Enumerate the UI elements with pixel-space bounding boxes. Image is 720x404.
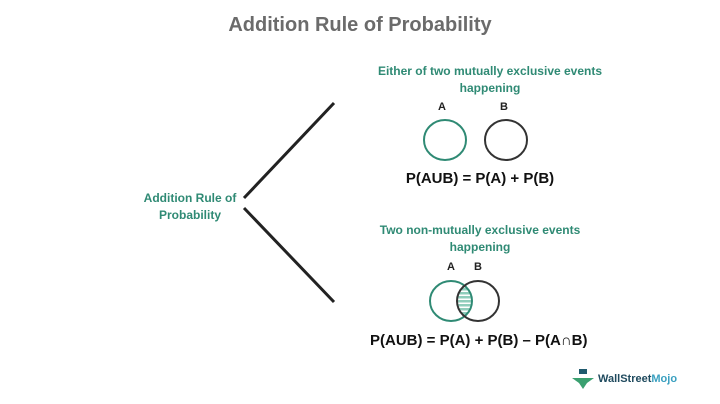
intersection-area bbox=[457, 281, 472, 321]
root-label: Addition Rule of Probability bbox=[143, 191, 237, 222]
logo-text: WallStreet bbox=[598, 373, 652, 385]
circle-b bbox=[456, 280, 500, 322]
branch2-label-b: B bbox=[474, 261, 482, 273]
branch-line-top bbox=[242, 101, 336, 200]
venn-mutually-exclusive bbox=[423, 119, 528, 161]
branch-line-bottom bbox=[242, 206, 336, 304]
branch1-label-b: B bbox=[500, 101, 508, 113]
venn-overlapping bbox=[429, 280, 500, 322]
logo-text-accent: Mojo bbox=[651, 373, 678, 385]
branch1-formula: P(AUB) = P(A) + P(B) bbox=[405, 170, 555, 187]
branch1-heading: Either of two mutually exclusive events … bbox=[377, 64, 603, 95]
branch1-label-a: A bbox=[438, 101, 446, 113]
page-title: Addition Rule of Probability bbox=[228, 14, 492, 36]
branch2-heading: Two non-mutually exclusive events happen… bbox=[379, 223, 581, 254]
branch2-formula: P(AUB) = P(A) + P(B) – P(A∩B) bbox=[370, 332, 588, 349]
circle-a bbox=[423, 119, 467, 161]
logo-icon bbox=[572, 369, 594, 389]
circle-a bbox=[429, 280, 473, 322]
branch2-label-a: A bbox=[447, 261, 455, 273]
circle-b bbox=[484, 119, 528, 161]
